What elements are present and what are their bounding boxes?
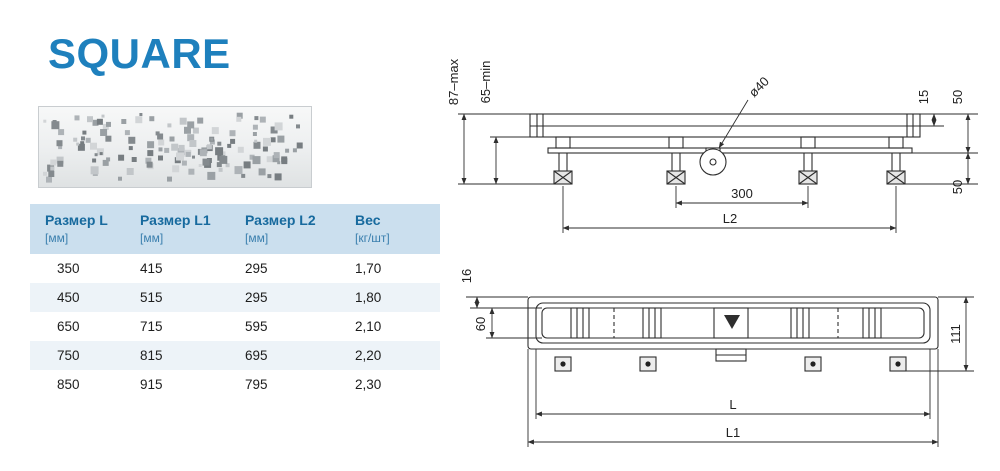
header-unit: [мм] [245,231,269,245]
cell-weight: 1,80 [355,290,382,305]
cell-size-l2: 595 [245,319,268,334]
clip-detail [790,307,810,339]
dim-total-width-label: 111 [948,324,963,344]
header-size-l1: Размер L1 [мм] [125,212,230,245]
dim-channel-width-label: 60 [473,317,488,331]
header-title: Вес [355,212,381,228]
product-image [38,106,312,188]
header-unit: [мм] [45,231,69,245]
top-view-labels: 16 60 111 L L1 [459,269,963,440]
mounting-foot [639,356,657,372]
cell-size-l2: 295 [245,290,268,305]
cell-weight: 2,20 [355,348,382,363]
cell-size-l1: 715 [140,319,163,334]
cell-size-l: 750 [57,348,80,363]
header-title: Размер L2 [245,212,316,228]
diameter-leader-line [718,99,749,149]
table-header-row: Размер L [мм] Размер L1 [мм] Размер L2 [… [30,204,440,254]
mounting-foot [554,356,572,372]
dim-l1-label: L1 [726,425,740,440]
dim-body-height-label: 50 [950,90,965,104]
bottom-tab [715,348,747,362]
technical-drawing: 87–max 65–min ø40 15 50 50 300 L2 [446,58,978,447]
side-view [529,113,921,185]
dim-l2-label: L2 [723,211,737,226]
header-size-l: Размер L [мм] [30,212,125,245]
clip-detail [862,307,882,339]
top-view-dimensions [466,296,974,447]
table-row: 350 415 295 1,70 [30,254,440,283]
dim-trap-spacing-label: 300 [731,186,753,201]
side-view-labels: 87–max 65–min ø40 15 50 50 300 L2 [446,58,965,226]
cell-size-l: 850 [57,377,80,392]
grate-square-pattern [43,112,303,183]
header-title: Размер L [45,212,108,228]
center-outlet-detail [713,307,749,339]
cell-size-l1: 915 [140,377,163,392]
page-title: SQUARE [48,30,231,77]
header-unit: [кг/шт] [355,231,390,245]
dim-drain-diameter-label: ø40 [746,74,772,100]
cell-weight: 2,10 [355,319,382,334]
cell-weight: 1,70 [355,261,382,276]
cell-size-l1: 815 [140,348,163,363]
dim-grate-thickness-label: 15 [916,90,931,104]
table-row: 450 515 295 1,80 [30,283,440,312]
cell-size-l2: 695 [245,348,268,363]
table-row: 850 915 795 2,30 [30,370,440,399]
mounting-foot [804,356,822,372]
cell-size-l: 350 [57,261,80,276]
cell-size-l: 650 [57,319,80,334]
header-title: Размер L1 [140,212,211,228]
dim-height-max-label: 87–max [446,58,461,105]
leg-support [666,136,686,185]
cell-size-l2: 295 [245,261,268,276]
cell-size-l1: 415 [140,261,163,276]
leg-support [798,136,818,185]
table-row: 650 715 595 2,10 [30,312,440,341]
leg-support [553,136,573,185]
dim-flange-width-label: 16 [459,269,474,283]
siphon-outlet [699,148,727,176]
cell-size-l2: 795 [245,377,268,392]
dim-leg-height-label: 50 [950,180,965,194]
top-view [527,296,939,372]
header-unit: [мм] [140,231,164,245]
table-row: 750 815 695 2,20 [30,341,440,370]
clip-detail [642,307,662,339]
spec-table: Размер L [мм] Размер L1 [мм] Размер L2 [… [30,204,440,399]
header-size-l2: Размер L2 [мм] [230,212,340,245]
mounting-foot [889,356,907,372]
cell-size-l1: 515 [140,290,163,305]
dim-l-label: L [729,397,736,412]
header-weight: Вес [кг/шт] [340,212,440,245]
mounting-rail [547,147,913,154]
leg-support [886,136,906,185]
cell-size-l: 450 [57,290,80,305]
dim-height-min-label: 65–min [478,61,493,104]
side-view-dimensions [458,99,978,233]
cell-weight: 2,30 [355,377,382,392]
clip-detail [570,307,590,339]
